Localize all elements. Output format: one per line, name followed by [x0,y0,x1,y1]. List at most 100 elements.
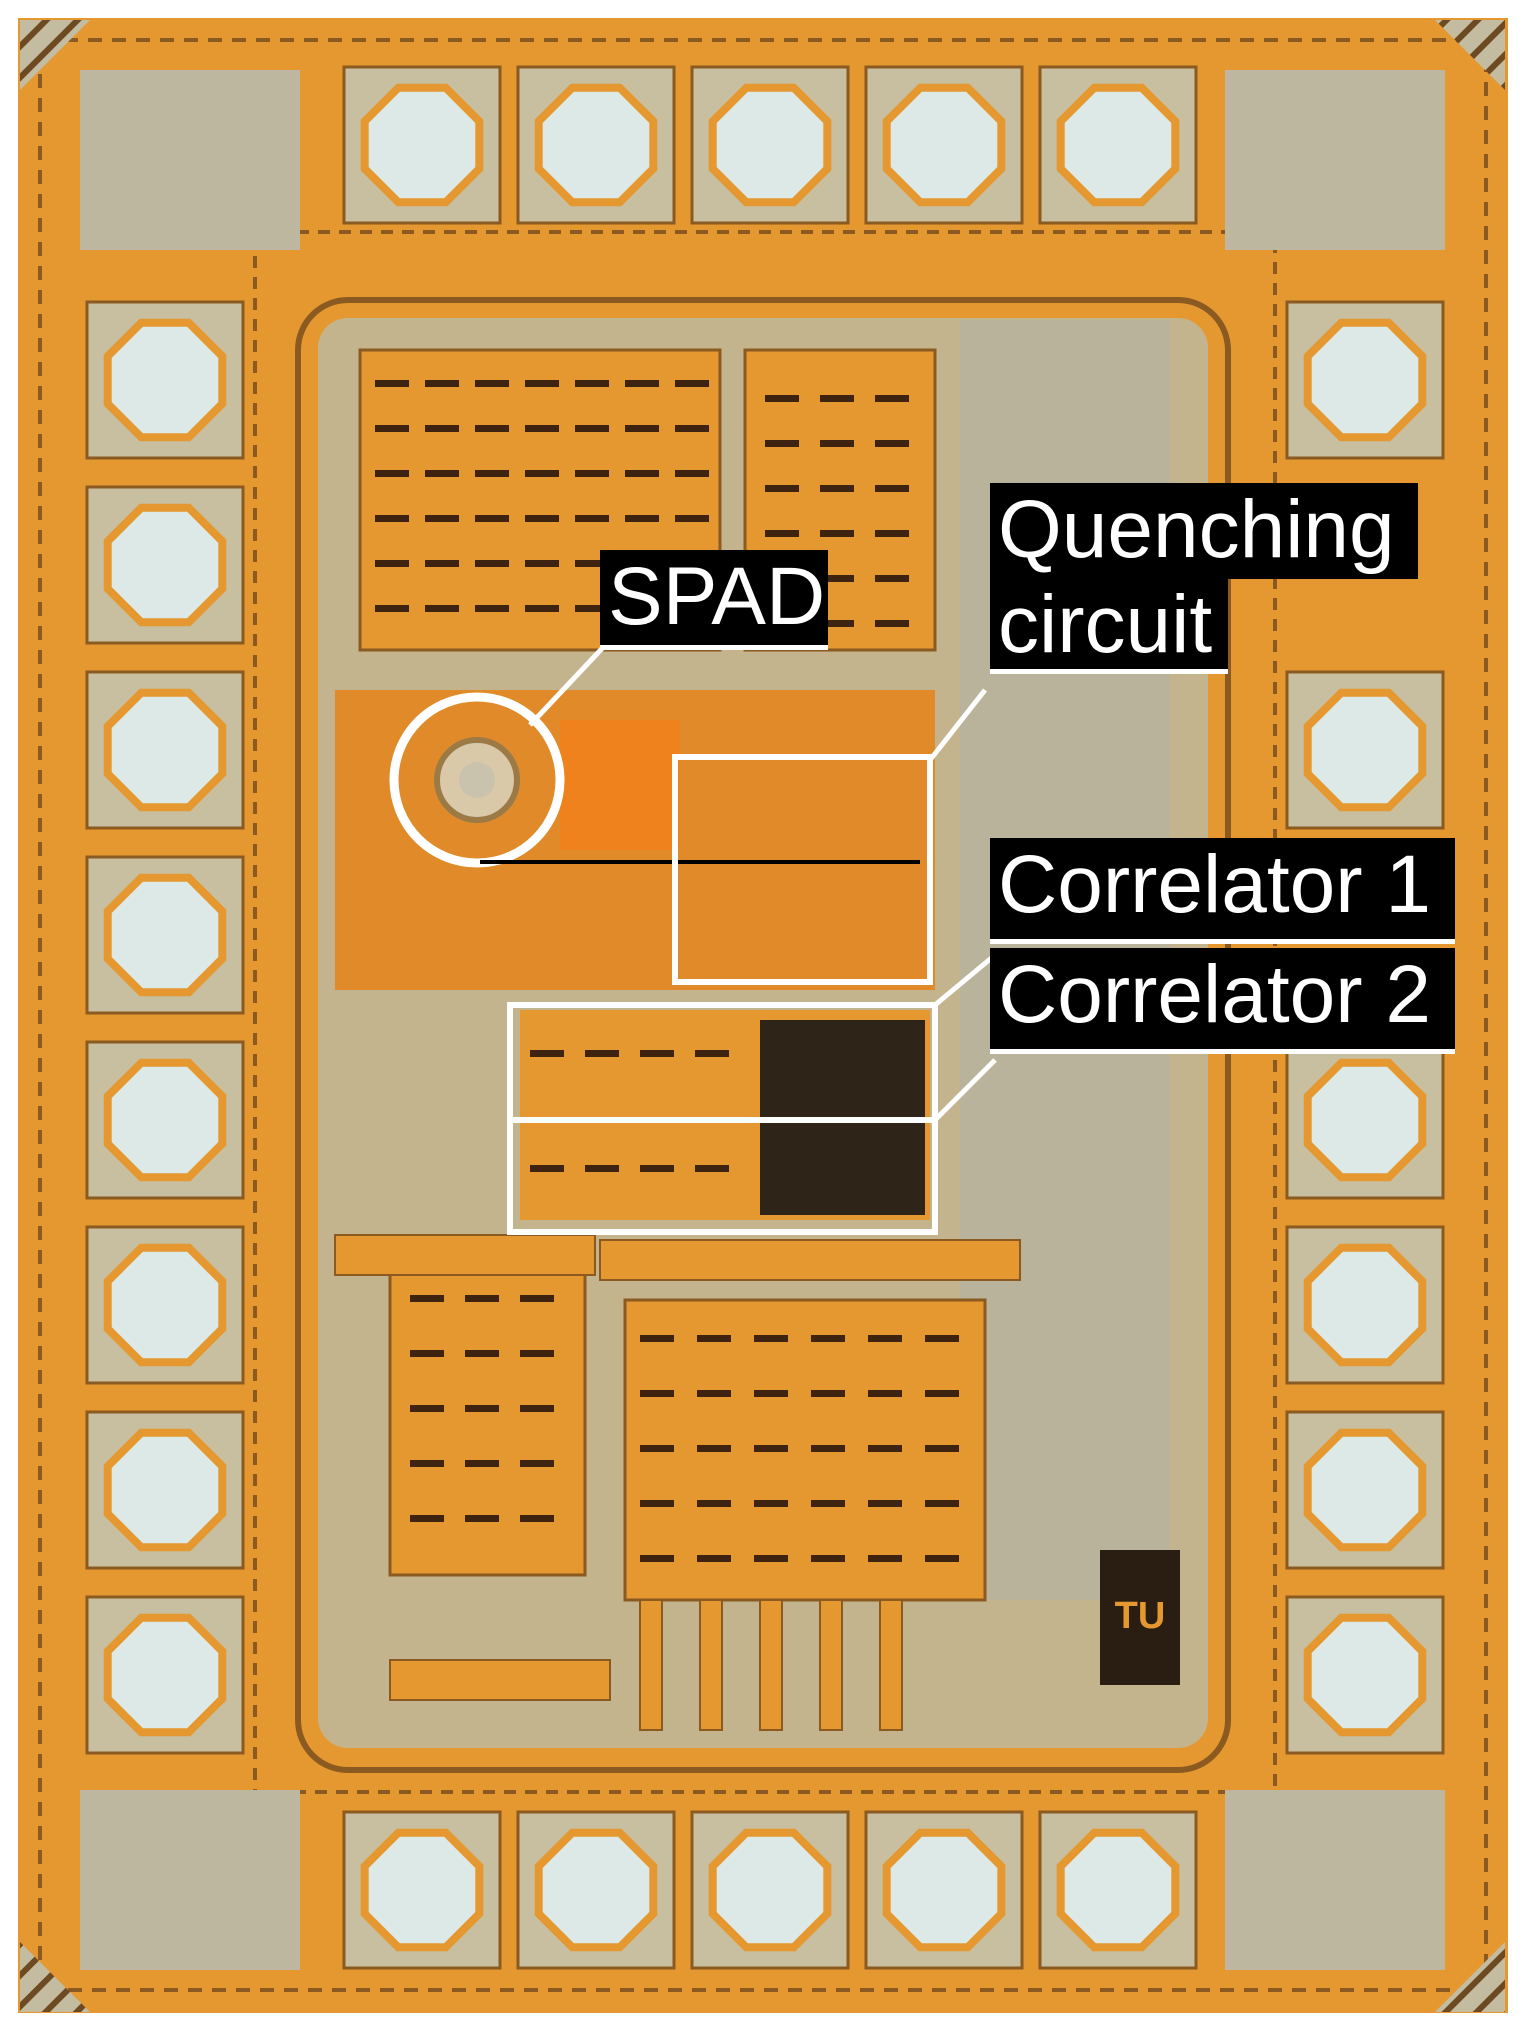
array-dash [525,380,559,387]
bond-pad [360,1828,484,1952]
seal-ring-outer [38,38,1488,1992]
array-dash [640,1445,674,1452]
array-dash [697,1390,731,1397]
array-dash [765,395,799,402]
bond-pad [103,1058,227,1182]
array-dash [765,440,799,447]
array-dash [520,1515,554,1522]
array-dash [925,1335,959,1342]
array-dash [475,470,509,477]
array-dash [640,1050,674,1057]
array-dash [520,1460,554,1467]
bond-pad [1056,1828,1180,1952]
quenching-circuit-box [672,754,933,985]
bond-pad [103,318,227,442]
spad-label: SPAD [600,550,828,650]
annotations [389,638,997,1235]
array-dash [820,485,854,492]
spad-leader-line [528,638,612,727]
array-dash [811,1335,845,1342]
array-dash [868,1445,902,1452]
array-dash [375,425,409,432]
array-dash [754,1500,788,1507]
array-dash [475,560,509,567]
array-dash [410,1405,444,1412]
array-dash [625,380,659,387]
correlator-1-label: Correlator 1 [990,838,1455,944]
array-dash [640,1165,674,1172]
bond-pad [882,83,1006,207]
array-dash [675,380,709,387]
array-dash [575,425,609,432]
array-dash [875,440,909,447]
array-dash [425,380,459,387]
array-dash [375,515,409,522]
array-dash [754,1555,788,1562]
spad-device [434,737,520,823]
array-dash [875,395,909,402]
quenching-label-line2: circuit [990,578,1228,674]
corner-structures [20,20,1505,2012]
array-dash [465,1405,499,1412]
correlator-2-label: Correlator 2 [990,948,1455,1054]
bond-pad [1303,1243,1427,1367]
array-dash [754,1445,788,1452]
array-dash [868,1500,902,1507]
spad-highlight-circle [389,692,565,868]
bond-pad [103,1613,227,1737]
bond-pad [103,1243,227,1367]
array-dash [475,605,509,612]
array-dash [410,1460,444,1467]
array-dash [585,1050,619,1057]
array-dash [465,1515,499,1522]
array-dash [625,515,659,522]
array-dash [697,1555,731,1562]
array-dash [875,620,909,627]
array-dash [375,470,409,477]
array-dash [875,485,909,492]
array-dash [925,1555,959,1562]
array-dash [530,1165,564,1172]
array-dash [811,1500,845,1507]
bond-pad [103,503,227,627]
array-dash [475,380,509,387]
array-dash [410,1350,444,1357]
array-dash [575,515,609,522]
quenching-label-line1: Quenching [990,483,1418,579]
array-dash [875,530,909,537]
array-dash [375,380,409,387]
bond-pad [360,83,484,207]
bond-pad [1303,1428,1427,1552]
array-dash [925,1390,959,1397]
bond-pads [85,65,1445,1970]
array-dash [575,605,609,612]
array-dash [675,515,709,522]
bond-pad [1303,318,1427,442]
array-dash [811,1555,845,1562]
array-dash [425,425,459,432]
array-dash [640,1555,674,1562]
array-dash [675,425,709,432]
correlator-1-leader-line [933,953,997,1007]
array-dash [925,1445,959,1452]
array-dash [754,1390,788,1397]
bond-pad [103,1428,227,1552]
array-dash [765,485,799,492]
array-dash [868,1555,902,1562]
quenching-leader-line [928,688,987,762]
array-dash [465,1295,499,1302]
array-dash [765,530,799,537]
array-dash [425,470,459,477]
array-dash [525,560,559,567]
array-dash [820,440,854,447]
correlator-2-leader-line [933,1058,997,1122]
array-dash [475,515,509,522]
array-dash [575,380,609,387]
university-logo: TU [1100,1550,1180,1685]
array-dash [697,1500,731,1507]
array-dash [675,470,709,477]
bond-pad [534,83,658,207]
bond-pad [882,1828,1006,1952]
array-dash [520,1405,554,1412]
